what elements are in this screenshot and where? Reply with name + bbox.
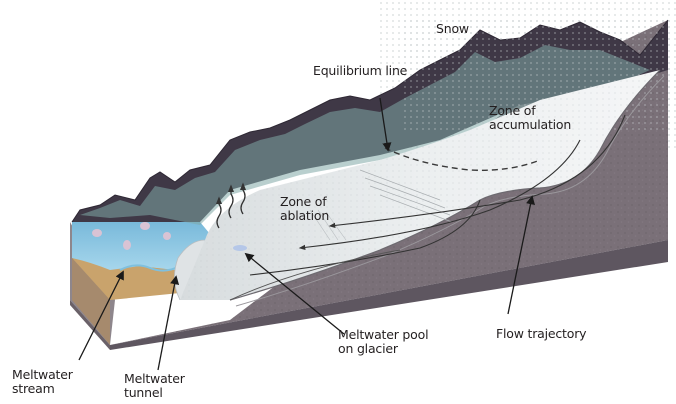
label-meltwater-tunnel: Meltwater tunnel — [124, 371, 185, 400]
glacier-ice — [174, 69, 665, 307]
label-meltwater-pool: Meltwater pool on glacier — [338, 327, 429, 356]
label-snow: Snow — [436, 21, 469, 36]
meltwater-lake — [72, 211, 215, 272]
label-equilibrium-line: Equilibrium line — [313, 63, 408, 78]
equilibrium-line — [384, 147, 541, 171]
leader-lines — [78, 97, 535, 371]
mountain-range — [71, 19, 670, 225]
meltwater-pool — [233, 245, 247, 251]
flow-lines — [229, 114, 626, 301]
sediment-outwash — [72, 258, 190, 345]
label-zone-of-ablation: Zone of ablation — [280, 194, 330, 223]
label-meltwater-stream: Meltwater stream — [12, 367, 73, 396]
label-zone-of-accumulation: Zone of accumulation — [489, 103, 572, 132]
evaporation-arrows — [215, 182, 247, 229]
label-flow-trajectory: Flow trajectory — [496, 326, 587, 341]
